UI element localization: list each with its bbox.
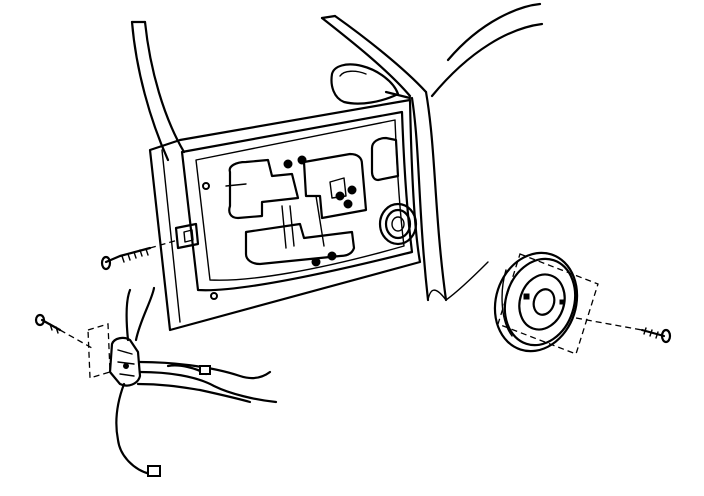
side-mirror bbox=[330, 63, 412, 105]
clip-hole bbox=[347, 185, 357, 195]
clip-hole bbox=[343, 199, 353, 209]
speaker-screw bbox=[575, 317, 672, 344]
clip-hole bbox=[283, 159, 293, 169]
speaker-cone bbox=[518, 273, 566, 331]
speaker-dust-cap bbox=[532, 288, 556, 316]
service-hole-lower bbox=[244, 222, 356, 266]
clip-hole bbox=[202, 182, 210, 190]
clip-hole bbox=[297, 155, 307, 165]
latch-screw-upper bbox=[100, 239, 179, 271]
service-hole-upper-left bbox=[228, 158, 300, 220]
speaker-mount-opening bbox=[378, 202, 418, 246]
service-hole-upper-center bbox=[302, 152, 368, 220]
door-inner-panel bbox=[148, 98, 422, 332]
clip-hole bbox=[311, 257, 321, 267]
clip-hole bbox=[327, 251, 337, 261]
door-lock-actuator bbox=[34, 313, 142, 387]
door-latch-recess bbox=[174, 222, 200, 250]
door-window-frame bbox=[130, 2, 544, 302]
lock-cables bbox=[115, 286, 278, 477]
cable-connector bbox=[147, 465, 161, 477]
clip-hole bbox=[210, 292, 218, 300]
service-hole-right bbox=[370, 136, 400, 182]
door-speaker bbox=[493, 251, 599, 355]
